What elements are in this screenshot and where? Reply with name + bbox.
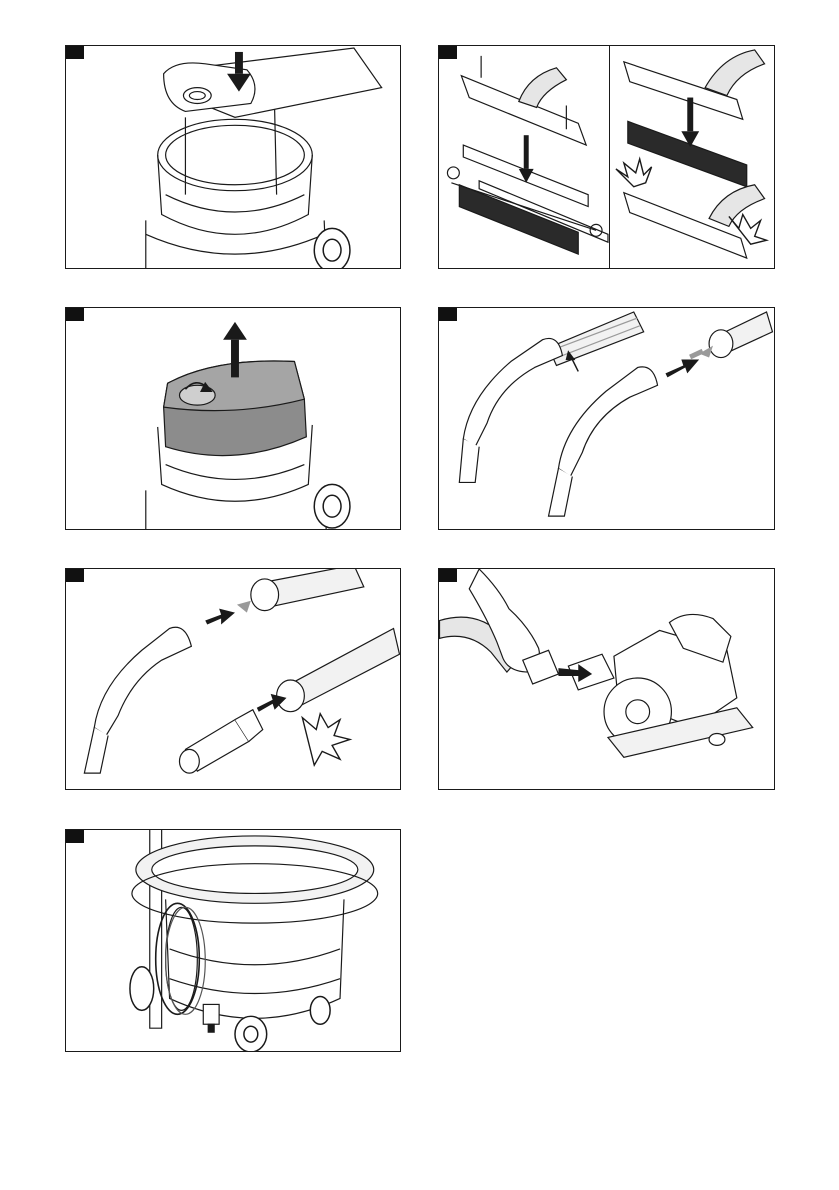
panel-floor-nozzle-strip-change [438, 45, 775, 269]
wheel-icon [314, 484, 350, 528]
plug-icon [203, 1004, 219, 1024]
arrow-down-icon [681, 98, 699, 148]
panel-storage-hose-cable [65, 829, 401, 1052]
panel-hose-adapter-connect [65, 568, 401, 790]
click-burst-icon [302, 714, 350, 766]
panel-hose-handle-release [438, 307, 775, 530]
container-icon [158, 119, 313, 190]
panel-insert-filter-bag [65, 45, 401, 269]
illustration-hose-handle-release [439, 308, 774, 529]
arrow-icon [665, 346, 713, 378]
panel-remove-motor-head [65, 307, 401, 530]
illustration-storage-hose-cable [66, 830, 400, 1051]
arrow-icon [205, 601, 251, 625]
floor-nozzle-icon [461, 76, 586, 145]
illustration-connect-power-tool [439, 569, 774, 789]
panel-connect-power-tool [438, 568, 775, 790]
illustration-hose-adapter-connect [66, 569, 400, 789]
illustration-floor-nozzle-strip-change [439, 46, 774, 268]
handle-icon [463, 338, 562, 446]
hose-icon [549, 312, 644, 366]
wheel-icon [314, 228, 350, 268]
illustration-remove-motor-head [66, 308, 400, 529]
handle-icon [94, 627, 191, 735]
illustration-insert-filter-bag [66, 46, 400, 268]
